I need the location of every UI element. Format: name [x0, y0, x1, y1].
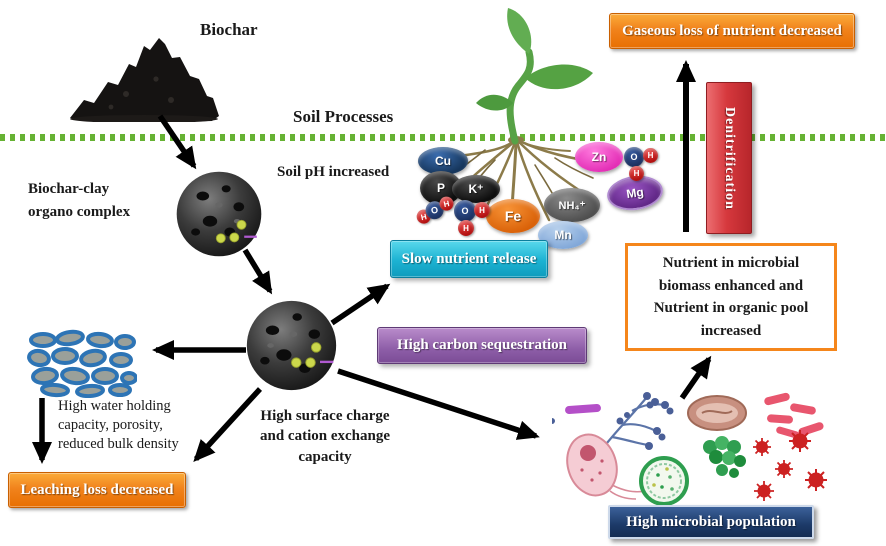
hydrogen-atom: H: [458, 220, 474, 236]
denitrification-box: Denitrification: [706, 82, 752, 234]
surface-charge-label: High surface charge and cation exchange …: [259, 408, 390, 465]
water-molecule-3: O H H: [622, 145, 662, 183]
arrow-pile-to-sphere1: [157, 114, 197, 170]
water-molecule-2: O H H: [450, 198, 492, 238]
nutrient-zn: Zn: [575, 142, 623, 172]
arrow-sphere2-to-slow-release: [330, 283, 391, 326]
biochar-label: Biochar: [200, 20, 258, 39]
biochar-pile-image: [70, 38, 219, 122]
soil-processes-label: Soil Processes: [293, 107, 394, 126]
oxygen-atom: O: [624, 147, 644, 167]
hydrogen-atom: H: [643, 148, 658, 163]
nutrient-fe: Fe: [486, 199, 540, 233]
nutrient-nh4: NH₄⁺: [544, 188, 600, 222]
soil-structure-image: [27, 329, 137, 398]
nutrient-biomass-box: Nutrient in microbial biomass enhanced a…: [625, 243, 837, 351]
carbon-sequestration-box: High carbon sequestration: [377, 327, 587, 364]
hydrogen-atom: H: [629, 166, 644, 181]
biochar-clay-complex-label: Biochar-clay organo complex: [28, 181, 131, 221]
oxygen-atom: O: [454, 200, 476, 222]
hydrogen-atom: H: [474, 202, 490, 218]
soil-ph-label: Soil pH increased: [277, 164, 390, 180]
biochar-sphere-2-image: [246, 300, 337, 391]
soil-surface-dotted-line: [0, 134, 886, 141]
nutrient-cu: Cu: [418, 147, 468, 175]
gaseous-loss-box: Gaseous loss of nutrient decreased: [609, 13, 855, 49]
biochar-sphere-1-image: [176, 171, 262, 257]
leaching-loss-box: Leaching loss decreased: [8, 472, 186, 508]
microbial-population-box: High microbial population: [608, 505, 814, 539]
water-holding-label: High water holding capacity, porosity, r…: [58, 398, 179, 453]
slow-nutrient-release-box: Slow nutrient release: [390, 240, 548, 278]
microbes-image: [552, 392, 827, 505]
nutrient-k: K⁺: [452, 175, 500, 203]
